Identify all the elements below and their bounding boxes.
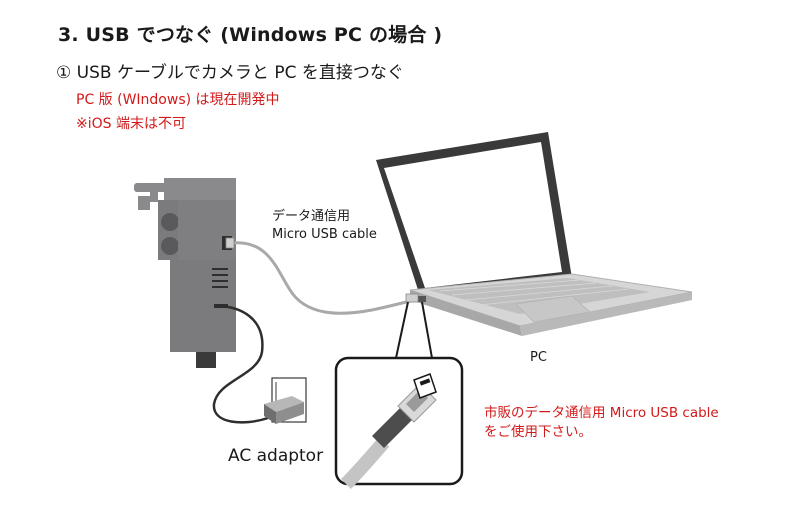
laptop-icon <box>376 132 693 336</box>
usb-data-cable <box>231 241 417 315</box>
cable-note-line1: 市販のデータ通信用 Micro USB cable <box>484 405 719 421</box>
cable-purchase-note: 市販のデータ通信用 Micro USB cable をご使用下さい。 <box>484 404 774 442</box>
cable-label: データ通信用 Micro USB cable <box>272 208 412 244</box>
camera-device-icon <box>134 178 236 368</box>
windows-dev-note: PC 版 (WIndows) は現在開発中 <box>76 92 280 108</box>
section-title: 3. USB でつなぐ (Windows PC の場合 ) <box>58 24 443 46</box>
step-instruction: ① USB ケーブルでカメラと PC を直接つなぐ <box>56 63 404 83</box>
cable-note-line2: をご使用下さい。 <box>484 424 592 440</box>
ac-adaptor-label: AC adaptor <box>228 446 324 466</box>
usb-plug-zoom-callout <box>334 301 464 489</box>
power-cable <box>212 304 269 424</box>
ac-adaptor-icon <box>264 377 307 424</box>
cable-label-line2: Micro USB cable <box>272 227 377 242</box>
cable-label-line1: データ通信用 <box>272 209 351 224</box>
ios-unsupported-note: ※iOS 端末は不可 <box>76 116 186 132</box>
pc-label: PC <box>530 350 547 365</box>
